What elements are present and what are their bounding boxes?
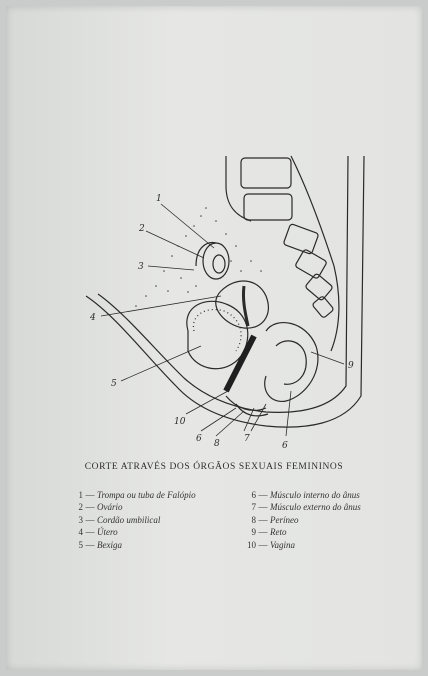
legend-number: 8: [234, 515, 256, 525]
legend-item: 8—Períneo: [234, 515, 361, 527]
figure-label-3: 3: [138, 262, 144, 272]
legend-number: 2: [61, 502, 83, 512]
legend-dash: —: [83, 527, 97, 537]
figure-label-1: 1: [156, 194, 162, 204]
legend-text: Períneo: [270, 515, 299, 525]
legend-item: 4—Útero: [61, 527, 196, 539]
legend-item: 2—Ovário: [61, 502, 196, 514]
legend-number: 3: [61, 515, 83, 525]
legend-number: 4: [61, 527, 83, 537]
figure-label-7: 7: [244, 434, 250, 444]
figure-label-10: 10: [174, 417, 186, 427]
legend-number: 7: [234, 502, 256, 512]
figure-label-4: 4: [89, 313, 96, 323]
legend-number: 10: [234, 540, 256, 550]
legend-dash: —: [256, 540, 270, 550]
figure-caption: CORTE ATRAVÉS DOS ÓRGÃOS SEXUAIS FEMININ…: [6, 462, 422, 472]
legend-text: Músculo externo do ânus: [270, 502, 361, 512]
legend-item: 10—Vagina: [234, 540, 361, 552]
figure-label-6b: 6: [282, 441, 288, 451]
legend-right: 6—Músculo interno do ânus 7—Músculo exte…: [234, 490, 361, 552]
figure-label-2: 2: [138, 224, 145, 234]
legend-item: 5—Bexiga: [61, 540, 196, 552]
legend-dash: —: [256, 527, 270, 537]
figure-label-6a: 6: [196, 434, 202, 444]
legend-dash: —: [256, 502, 270, 512]
legend-number: 6: [234, 490, 256, 500]
legend-dash: —: [83, 502, 97, 512]
legend-text: Vagina: [270, 540, 295, 550]
legend-item: 9—Reto: [234, 527, 361, 539]
figure-label-9: 9: [348, 361, 354, 371]
legend-text: Trompa ou tuba de Falópio: [97, 490, 196, 500]
legend-dash: —: [83, 540, 97, 550]
legend-text: Músculo interno do ânus: [270, 490, 360, 500]
legend-number: 1: [61, 490, 83, 500]
legend-item: 7—Músculo externo do ânus: [234, 502, 361, 514]
legend-dash: —: [83, 490, 97, 500]
figure-label-8: 8: [214, 439, 220, 449]
legend-item: 1—Trompa ou tuba de Falópio: [61, 490, 196, 502]
legend-dash: —: [83, 515, 97, 525]
legend-dash: —: [256, 515, 270, 525]
legend-number: 9: [234, 527, 256, 537]
figure-label-5: 5: [111, 379, 117, 389]
legend-text: Reto: [270, 527, 287, 537]
legend-dash: —: [256, 490, 270, 500]
legend-text: Útero: [97, 527, 118, 537]
legend-text: Ovário: [97, 502, 123, 512]
legend-item: 6—Músculo interno do ânus: [234, 490, 361, 502]
legend-number: 5: [61, 540, 83, 550]
legend-left: 1—Trompa ou tuba de Falópio 2—Ovário 3—C…: [61, 490, 196, 552]
anatomical-illustration: 1 2 3 4 5 10 6 8 7 6 9: [76, 146, 376, 456]
legend-text: Bexiga: [97, 540, 122, 550]
legend-item: 3—Cordão umbilical: [61, 515, 196, 527]
legend-text: Cordão umbilical: [97, 515, 160, 525]
book-page: 1 2 3 4 5 10 6 8 7 6 9 CORTE ATRAVÉS DOS…: [6, 6, 422, 670]
